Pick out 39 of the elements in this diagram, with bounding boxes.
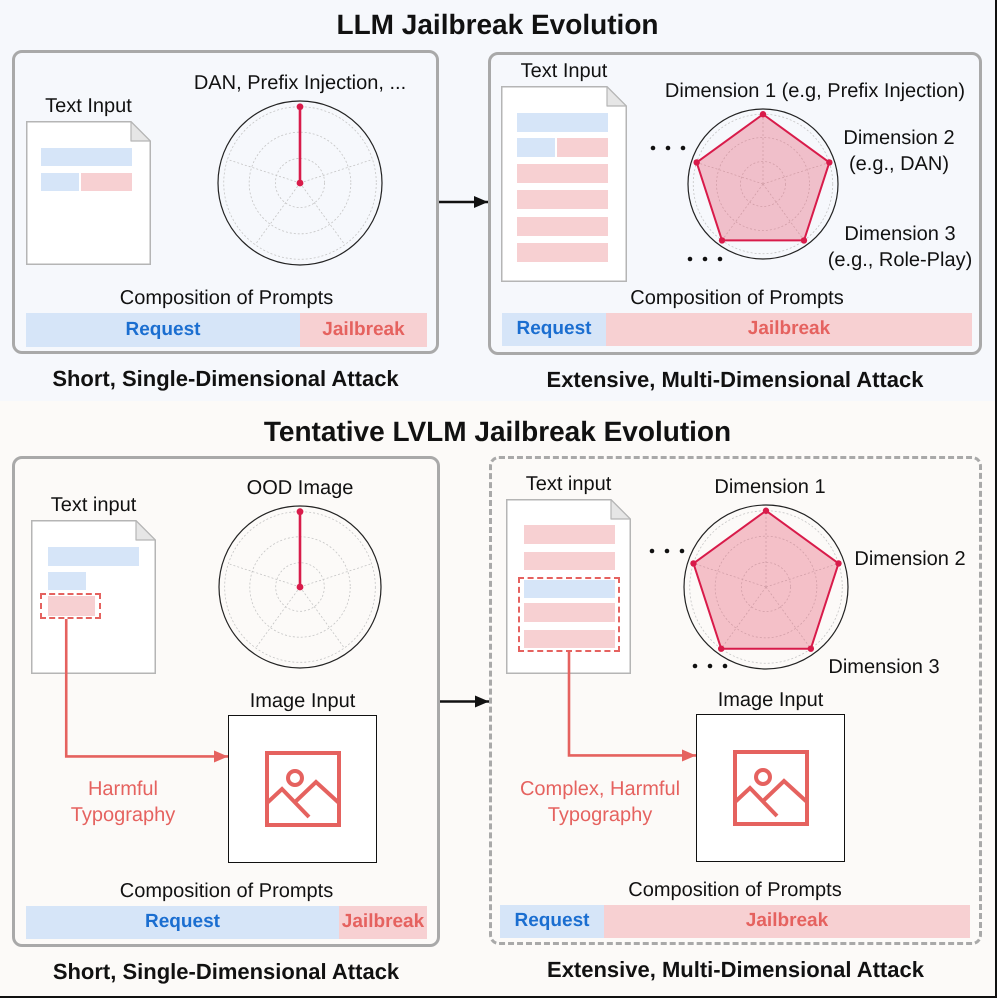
- arrow: [568, 652, 696, 762]
- dashed-highlight-box: [40, 593, 101, 619]
- section-title: LLM Jailbreak Evolution: [336, 8, 659, 42]
- panel-caption: Extensive, Multi-Dimensional Attack: [547, 957, 924, 983]
- input-label: Text Input: [520, 59, 608, 83]
- dimension-label: Dimension 1 (e.g, Prefix Injection): [664, 79, 966, 104]
- dimension-label: Dimension 2: [854, 547, 966, 572]
- section-band: [0, 0, 997, 401]
- request-segment: Request: [502, 313, 606, 346]
- panel-caption: Extensive, Multi-Dimensional Attack: [546, 367, 924, 393]
- dimension-label: DAN, Prefix Injection, ...: [194, 71, 406, 95]
- bar-title: Composition of Prompts: [628, 878, 842, 902]
- jailbreak-segment: Jailbreak: [606, 313, 972, 346]
- dimension-label: Dimension 2 (e.g., DAN): [842, 126, 956, 177]
- panel-caption: Short, Single-Dimensional Attack: [52, 959, 400, 985]
- section-band: [0, 401, 997, 998]
- bar-title: Composition of Prompts: [630, 286, 844, 310]
- bar-title: Composition of Prompts: [120, 879, 334, 903]
- request-segment: Request: [26, 313, 300, 347]
- jailbreak-segment: Jailbreak: [339, 906, 427, 939]
- jailbreak-segment: Jailbreak: [300, 313, 427, 347]
- input-label: Text input: [526, 472, 612, 496]
- input-label: Text input: [50, 493, 136, 517]
- dimension-label: Dimension 3: [828, 655, 940, 680]
- arrow: [439, 196, 488, 208]
- request-segment: Request: [500, 905, 604, 938]
- bar-title: Composition of Prompts: [120, 286, 334, 310]
- dimension-label: Dimension 3 (e.g., Role-Play): [826, 222, 974, 273]
- section-title: Tentative LVLM Jailbreak Evolution: [264, 415, 732, 449]
- input-label: Image Input: [718, 688, 824, 712]
- jailbreak-segment: Jailbreak: [604, 905, 970, 938]
- dimension-label: Dimension 1: [714, 475, 826, 500]
- input-label: Text Input: [45, 94, 132, 118]
- request-segment: Request: [26, 906, 339, 939]
- panel-caption: Short, Single-Dimensional Attack: [52, 366, 399, 392]
- input-label: Image Input: [250, 689, 356, 713]
- dimension-label: OOD Image: [246, 476, 354, 500]
- arrow: [440, 696, 489, 708]
- arrow: [64, 619, 228, 762]
